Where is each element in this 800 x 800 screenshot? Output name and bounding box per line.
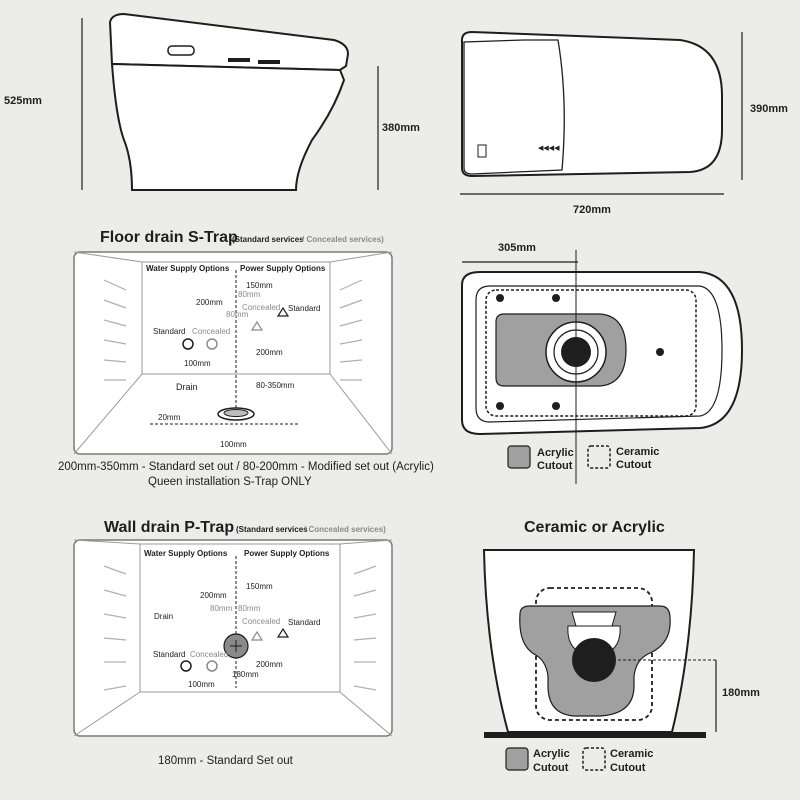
- s-trap-200mm-power-label: 200mm: [256, 348, 283, 357]
- s-trap-caption-line-2: Queen installation S-Trap ONLY: [148, 476, 312, 488]
- p-trap-water-supply-heading: Water Supply Options: [144, 549, 228, 558]
- toilet-rear-view: [482, 549, 706, 738]
- p-trap-standard-water-label: Standard: [153, 650, 185, 659]
- p-trap-water-standard-icon: [180, 660, 192, 672]
- toilet-bottom-view: [461, 271, 744, 436]
- s-trap-title: Floor drain S-Trap: [100, 229, 238, 246]
- s-trap-80mm-label-a: 80mm: [238, 290, 261, 299]
- ceramic-cutout-label-2: Cutout: [616, 459, 652, 471]
- p-trap-drain-label: Drain: [154, 612, 173, 621]
- rear-ceramic-cutout-label: Ceramic: [610, 748, 653, 760]
- s-trap-water-concealed-icon: [206, 338, 218, 350]
- rear-ceramic-cutout-label-2: Cutout: [610, 762, 646, 774]
- p-trap-80mm-label-b: 80mm: [238, 604, 261, 613]
- acrylic-cutout-label: Acrylic: [537, 447, 574, 459]
- p-trap-180mm-label: 180mm: [232, 670, 259, 679]
- ceramic-cutout-swatch: [587, 445, 611, 469]
- p-trap-200mm-power-label: 200mm: [256, 660, 283, 669]
- s-trap-150mm-label: 150mm: [246, 281, 273, 290]
- depth-390-label: 390mm: [750, 103, 788, 115]
- s-trap-20mm-label: 20mm: [158, 413, 181, 422]
- p-trap-subtitle-concealed: / Concealed services): [304, 525, 386, 534]
- p-trap-title: Wall drain P-Trap: [104, 519, 234, 536]
- s-trap-standard-water-label: Standard: [153, 327, 185, 336]
- s-trap-drain-icon: [217, 407, 255, 421]
- height-180-label: 180mm: [722, 687, 760, 699]
- rear-acrylic-cutout-label-2: Cutout: [533, 762, 569, 774]
- s-trap-subtitle-concealed: / Concealed services): [302, 235, 384, 244]
- acrylic-cutout-swatch: [507, 445, 531, 469]
- p-trap-100mm-label: 100mm: [188, 680, 215, 689]
- rear-ceramic-cutout-swatch: [582, 747, 606, 771]
- p-trap-drain-icon: [223, 633, 249, 659]
- p-trap-concealed-water-label: Concealed: [190, 650, 228, 659]
- height-380-label: 380mm: [382, 122, 420, 134]
- p-trap-200mm-label: 200mm: [200, 591, 227, 600]
- s-trap-water-standard-icon: [182, 338, 194, 350]
- p-trap-power-supply-heading: Power Supply Options: [244, 549, 330, 558]
- p-trap-150mm-label: 150mm: [246, 582, 273, 591]
- toilet-top-view: ◀◀◀◀: [461, 30, 723, 178]
- width-305-label: 305mm: [498, 242, 536, 254]
- p-trap-concealed-power-label: Concealed: [242, 617, 280, 626]
- acrylic-cutout-label-2: Cutout: [537, 460, 573, 472]
- s-trap-drain-label: Drain: [176, 382, 198, 392]
- p-trap-power-standard-icon: [276, 627, 290, 638]
- length-720-label: 720mm: [573, 204, 611, 216]
- s-trap-standard-power-label: Standard: [288, 304, 320, 313]
- height-525-label: 525mm: [4, 95, 42, 107]
- s-trap-power-supply-heading: Power Supply Options: [240, 264, 326, 273]
- toilet-side-view: [108, 12, 350, 191]
- s-trap-water-supply-heading: Water Supply Options: [146, 264, 230, 273]
- p-trap-subtitle-standard: (Standard services: [236, 525, 308, 534]
- ceramic-cutout-label: Ceramic: [616, 446, 659, 458]
- p-trap-water-concealed-icon: [206, 660, 218, 672]
- s-trap-concealed-power-label: Concealed: [242, 303, 280, 312]
- s-trap-200mm-label: 200mm: [196, 298, 223, 307]
- rear-acrylic-cutout-swatch: [505, 747, 529, 771]
- s-trap-80mm-label-b: 80mm: [226, 310, 249, 319]
- svg-text:◀◀◀◀: ◀◀◀◀: [538, 145, 560, 152]
- s-trap-80-350mm-label: 80-350mm: [256, 381, 295, 390]
- p-trap-standard-power-label: Standard: [288, 618, 320, 627]
- rear-acrylic-cutout-label: Acrylic: [533, 748, 570, 760]
- rear-view-title: Ceramic or Acrylic: [524, 519, 665, 536]
- s-trap-power-standard-icon: [276, 306, 290, 317]
- s-trap-100mm-drain-label: 100mm: [220, 440, 247, 449]
- s-trap-100mm-label: 100mm: [184, 359, 211, 368]
- p-trap-power-concealed-icon: [250, 630, 264, 641]
- p-trap-caption: 180mm - Standard Set out: [158, 755, 294, 767]
- s-trap-subtitle-standard: (Standard services: [232, 235, 304, 244]
- s-trap-power-concealed-icon: [250, 320, 264, 331]
- s-trap-concealed-water-label: Concealed: [192, 327, 230, 336]
- height-180-dimension: [618, 659, 717, 732]
- s-trap-caption-line-1: 200mm-350mm - Standard set out / 80-200m…: [58, 461, 434, 473]
- p-trap-80mm-label-a: 80mm: [210, 604, 233, 613]
- s-trap-room-frame: [73, 251, 393, 455]
